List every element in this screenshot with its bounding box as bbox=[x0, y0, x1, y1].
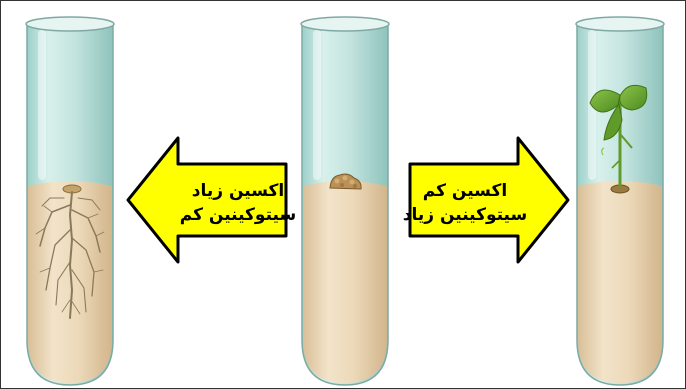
arrow-right-high-cytokinin: اکسین کم سیتوکینین زیاد bbox=[403, 138, 568, 262]
tube-rim bbox=[301, 17, 389, 31]
test-tube-left bbox=[26, 17, 114, 385]
growth-medium bbox=[578, 181, 662, 383]
test-tube-middle bbox=[301, 17, 389, 385]
arrow-right-line2: سیتوکینین زیاد bbox=[403, 205, 527, 225]
arrow-left-line2: سیتوکینین کم bbox=[180, 205, 296, 225]
tube-rim bbox=[576, 17, 664, 31]
test-tube-right bbox=[576, 17, 664, 385]
growth-medium bbox=[303, 181, 387, 383]
tube-rim bbox=[26, 17, 114, 31]
arrow-left-line1: اکسین زیاد bbox=[192, 181, 284, 201]
arrow-left-high-auxin: اکسین زیاد سیتوکینین کم bbox=[128, 138, 296, 262]
arrow-right-line1: اکسین کم bbox=[423, 181, 507, 201]
